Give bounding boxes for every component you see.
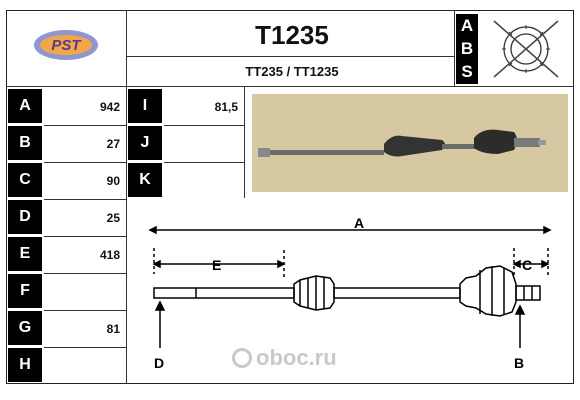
spec-label-a: A [8, 89, 42, 123]
title-divider [126, 56, 454, 57]
spec-value-k [164, 162, 244, 199]
watermark: oboc.ru [232, 345, 337, 371]
spec-value-j [164, 125, 244, 162]
row-divider [44, 236, 126, 237]
spec-value-a: 942 [99, 99, 120, 114]
spec-value-c: 90 [106, 173, 120, 188]
spec-value-b: 27 [106, 136, 120, 151]
dim-label-b: B [514, 355, 524, 371]
product-photo [252, 94, 568, 192]
row-divider [44, 199, 126, 200]
brand-logo: PST [8, 14, 124, 76]
spec-value-g: 81 [106, 321, 120, 336]
spec-label-c: C [8, 163, 42, 197]
spec-value-e: 418 [99, 247, 120, 262]
watermark-text: oboc.ru [256, 345, 337, 370]
row-divider [44, 162, 126, 163]
abs-letters: A B S [456, 14, 478, 84]
row-divider [44, 273, 126, 274]
row-divider [44, 347, 126, 348]
spec-label-k: K [128, 163, 162, 197]
spec-value-i: 81,5 [214, 99, 238, 114]
column-divider-2 [244, 86, 245, 198]
cross-reference: TT235 / TT1235 [245, 63, 339, 79]
title-right-divider [454, 10, 455, 86]
column-divider-1 [126, 10, 127, 384]
dim-label-e: E [212, 257, 221, 273]
row-divider [164, 125, 244, 126]
dimension-diagram: A E C D B [148, 215, 552, 371]
part-number: T1235 [255, 19, 329, 50]
abs-letter-a: A [460, 15, 474, 35]
row-divider [164, 162, 244, 163]
logo-text: PST [51, 37, 82, 54]
abs-letter-b: B [460, 38, 474, 58]
watermark-logo-icon [232, 348, 252, 368]
spec-label-i: I [128, 89, 162, 123]
row-divider [44, 125, 126, 126]
dim-label-d: D [154, 355, 164, 371]
spec-sheet [6, 10, 574, 384]
spec-value-d: 25 [106, 210, 120, 225]
pst-logo-icon: PST [34, 30, 98, 60]
spec-label-e: E [8, 237, 42, 271]
header-divider [6, 86, 574, 87]
dim-label-c: C [522, 257, 532, 273]
spec-label-h: H [8, 348, 42, 382]
dim-label-a: A [354, 215, 364, 231]
abs-letter-s: S [461, 62, 473, 82]
spec-label-f: F [8, 274, 42, 308]
spec-label-d: D [8, 200, 42, 234]
row-divider [44, 310, 126, 311]
abs-ring-crossed-icon [480, 14, 572, 84]
spec-label-j: J [128, 126, 162, 160]
spec-label-b: B [8, 126, 42, 160]
spec-value-f [44, 273, 126, 310]
spec-label-g: G [8, 311, 42, 345]
spec-value-h [44, 347, 126, 384]
